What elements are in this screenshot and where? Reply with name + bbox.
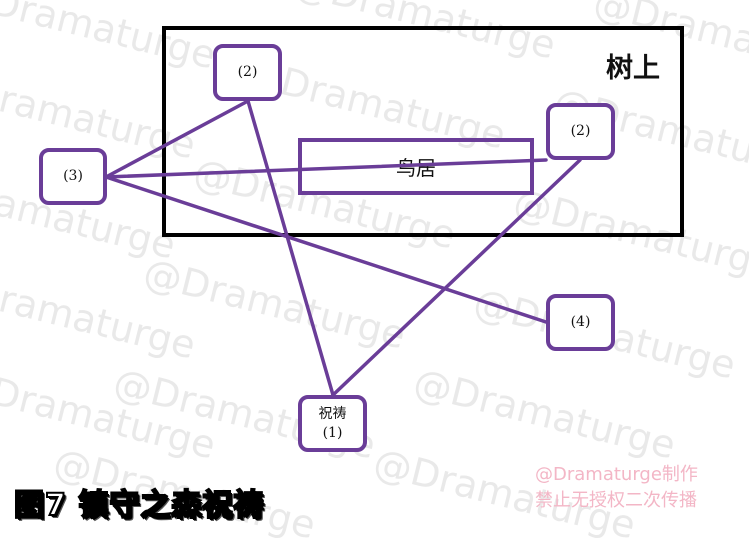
node-3: (3) bbox=[39, 148, 107, 205]
torii-box: 鸟居 bbox=[298, 138, 534, 195]
node-2-right: (2) bbox=[546, 103, 615, 160]
tree-top-area-frame bbox=[162, 26, 684, 237]
edge-prayer-to-node2a bbox=[246, 99, 335, 397]
connection-lines bbox=[104, 99, 582, 397]
credit-text: @Dramaturge制作 禁止无授权二次传播 bbox=[535, 462, 698, 514]
credit-line-1: @Dramaturge制作 bbox=[535, 464, 698, 485]
node-label: (2) bbox=[237, 64, 258, 81]
node-label: (1) bbox=[322, 424, 343, 441]
node-label-top: 祝祷 bbox=[318, 406, 347, 423]
node-label: (2) bbox=[570, 123, 591, 140]
node-2-top-left: (2) bbox=[213, 44, 282, 101]
tree-top-label: 树上 bbox=[606, 53, 660, 84]
edge-node3-to-node2b bbox=[104, 158, 548, 179]
torii-label: 鸟居 bbox=[396, 156, 436, 180]
figure-caption: 图7 镇守之森祝祷 bbox=[13, 487, 265, 524]
node-4: (4) bbox=[546, 294, 615, 351]
node-1-prayer: 祝祷 (1) bbox=[298, 395, 367, 452]
node-label: (3) bbox=[63, 168, 83, 185]
edge-node2b-to-prayer bbox=[331, 158, 582, 397]
credit-line-2: 禁止无授权二次传播 bbox=[535, 490, 697, 511]
edge-node2a-to-node3 bbox=[104, 99, 250, 179]
node-label: (4) bbox=[570, 314, 591, 331]
edge-node3-to-node4 bbox=[104, 175, 548, 324]
